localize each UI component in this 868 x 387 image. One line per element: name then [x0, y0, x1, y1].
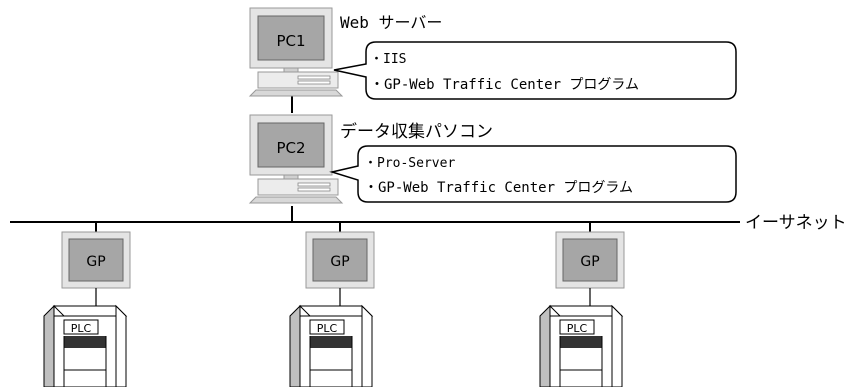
station-1: GP PLC: [43, 231, 131, 387]
pc1-label: PC1: [276, 32, 305, 50]
plc-label: PLC: [317, 322, 338, 335]
gp-terminal: [61, 231, 131, 289]
gp-terminal: [305, 231, 375, 289]
pc1-computer: [248, 7, 344, 97]
station-3: GP PLC: [539, 231, 625, 387]
pc2-callout-bubble: [329, 145, 737, 203]
gp-terminal: [555, 231, 625, 289]
plc-unit: [289, 304, 374, 387]
gp-label: GP: [580, 254, 599, 270]
connection-lines: [10, 96, 740, 232]
pc2-software-item: ・GP-Web Traffic Center プログラム: [364, 180, 633, 196]
plc-unit: [539, 304, 624, 387]
pc1-role: Web サーバー: [340, 13, 442, 32]
pc2-label: PC2: [276, 139, 305, 157]
pc2-role: データ収集パソコン: [340, 121, 493, 142]
plc-unit: [43, 304, 128, 387]
pc2-software-item: ・Pro-Server: [364, 156, 455, 171]
pc1-software-item: ・IIS: [370, 52, 406, 67]
pc2-computer: [248, 114, 344, 204]
station-2: GP PLC: [289, 231, 375, 387]
ethernet-label: イーサネット: [745, 213, 847, 233]
plc-label: PLC: [567, 322, 588, 335]
gp-label: GP: [330, 254, 349, 270]
pc1-software-item: ・GP-Web Traffic Center プログラム: [370, 77, 639, 93]
gp-label: GP: [86, 254, 105, 270]
plc-label: PLC: [71, 322, 92, 335]
pc1-callout-bubble: [333, 41, 737, 100]
